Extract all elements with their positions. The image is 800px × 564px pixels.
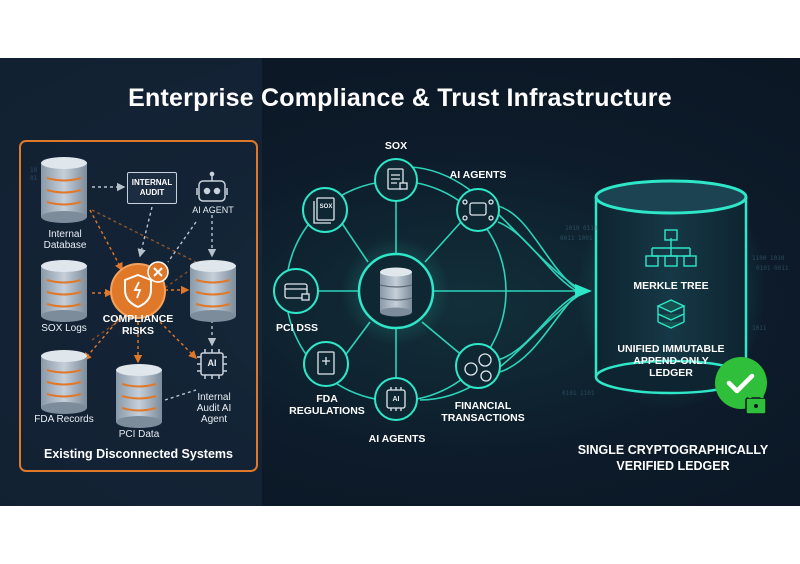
ai-agents-bottom-node bbox=[374, 377, 418, 421]
svg-text:0101 1101: 0101 1101 bbox=[562, 390, 595, 397]
verified-lock-icon bbox=[715, 357, 767, 415]
stacked-blocks-icon bbox=[656, 299, 686, 329]
right-database-icon bbox=[190, 260, 236, 322]
svg-text:1011: 1011 bbox=[752, 325, 767, 332]
currency-coins-icon bbox=[464, 353, 492, 382]
internal-database-icon bbox=[41, 157, 87, 223]
ai-agent-label: AI AGENT bbox=[192, 205, 234, 215]
compliance-risk-shield-icon bbox=[110, 261, 169, 319]
sox-document-text: SOX bbox=[319, 204, 333, 210]
ai-chip-icon-left bbox=[197, 349, 227, 379]
svg-text:10: 10 bbox=[30, 167, 38, 174]
internal-database-label: Internal Database bbox=[43, 229, 87, 251]
pci-dss-node bbox=[273, 268, 319, 314]
sox-logs-label: SOX Logs bbox=[41, 323, 87, 334]
sox-node bbox=[374, 158, 418, 202]
ai-chip-text-left: AI bbox=[207, 358, 217, 368]
ledger-cylinder bbox=[577, 171, 767, 411]
sox-logs-database-icon bbox=[41, 260, 87, 322]
binary-decoration: 1010 0110 0011 1001 1100 1010 0101 0011 01… bbox=[30, 167, 789, 397]
disconnected-systems-caption: Existing Disconnected Systems bbox=[44, 447, 233, 461]
ai-agents-top-label: AI AGENTS bbox=[449, 169, 507, 181]
disconnected-systems-panel bbox=[19, 140, 258, 472]
ai-chip-text-hub: AI bbox=[392, 396, 400, 403]
fda-records-label: FDA Records bbox=[34, 414, 94, 425]
unified-ledger-label: UNIFIED IMMUTABLE APPEND-ONLY LEDGER bbox=[617, 343, 725, 379]
pci-data-database-icon bbox=[116, 364, 162, 428]
sox-document-icon bbox=[387, 168, 404, 190]
page-title: Enterprise Compliance & Trust Infrastruc… bbox=[128, 84, 672, 112]
top-margin bbox=[0, 0, 800, 58]
internal-audit-box: INTERNAL AUDIT bbox=[127, 172, 177, 204]
fda-records-database-icon bbox=[41, 350, 87, 414]
ai-agents-bottom-label: AI AGENTS bbox=[368, 433, 426, 445]
svg-text:1100 1010: 1100 1010 bbox=[752, 255, 785, 262]
svg-text:1010 0110: 1010 0110 bbox=[565, 225, 598, 232]
credit-card-icon bbox=[284, 283, 308, 299]
medical-document-icon bbox=[317, 351, 335, 375]
svg-text:0101 0011: 0101 0011 bbox=[756, 265, 789, 272]
pci-dss-label: PCI DSS bbox=[275, 322, 318, 334]
stacked-documents-icon bbox=[316, 197, 335, 221]
verified-ledger-caption: SINGLE CRYPTOGRAPHICALLY VERIFIED LEDGER bbox=[577, 443, 769, 473]
svg-text:0011 1001: 0011 1001 bbox=[560, 235, 593, 242]
compliance-risks-label: COMPLIANCE RISKS bbox=[102, 313, 174, 337]
ai-agents-top-node bbox=[456, 188, 500, 232]
hub-center-node bbox=[342, 237, 450, 345]
merkle-tree-label: MERKLE TREE bbox=[633, 280, 709, 292]
financial-node bbox=[455, 343, 501, 389]
svg-text:01: 01 bbox=[30, 175, 38, 182]
pci-data-label: PCI Data bbox=[118, 429, 160, 440]
agents-network-icon bbox=[462, 199, 494, 221]
financial-transactions-label: FINANCIAL TRANSACTIONS bbox=[441, 400, 525, 424]
sox-label: SOX bbox=[384, 140, 408, 152]
bottom-margin bbox=[0, 506, 800, 564]
merkle-tree-icon bbox=[645, 229, 697, 267]
robot-icon bbox=[196, 171, 228, 202]
fda-regulations-label: FDA REGULATIONS bbox=[289, 393, 365, 417]
internal-audit-ai-agent-label: Internal Audit AI Agent bbox=[196, 392, 232, 425]
